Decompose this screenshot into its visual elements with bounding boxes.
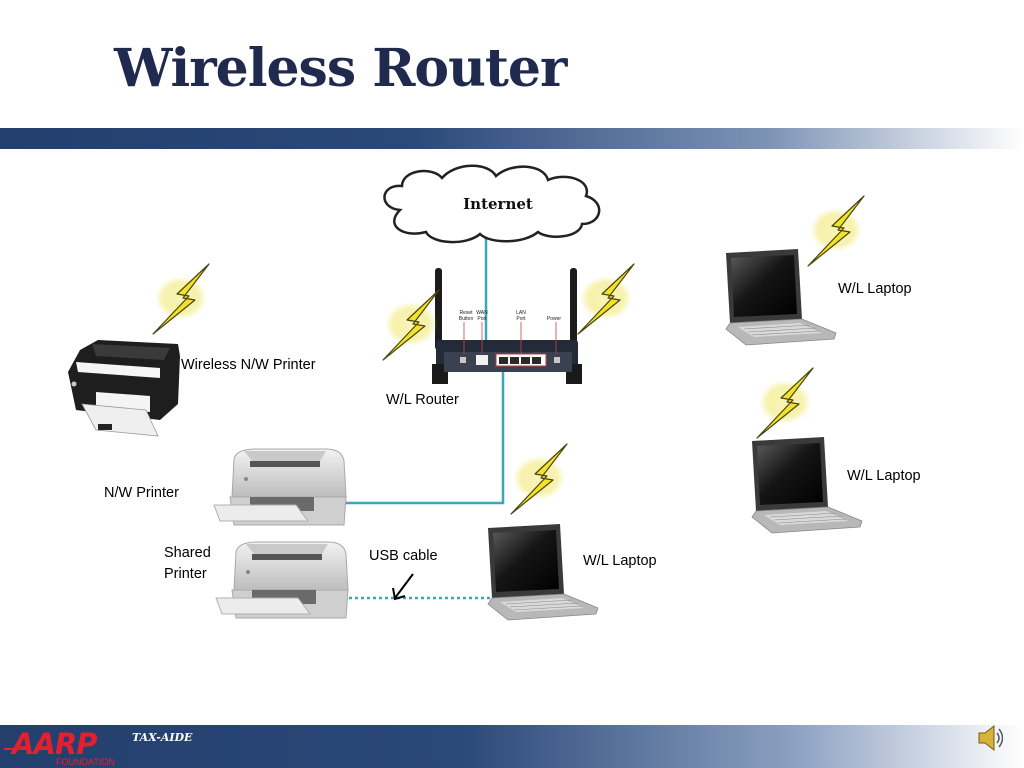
lan-port-label: LAN	[516, 310, 526, 316]
reset-button-label-line2: Button	[459, 316, 474, 322]
lightning-bolt-icon	[382, 289, 440, 361]
wan-port-label: WAN	[476, 310, 488, 316]
lan-port-label-line2: Port	[516, 316, 526, 322]
wireless-printer-label: Wireless N/W Printer	[181, 357, 316, 373]
aarp-logo: AARP FOUNDATION	[4, 727, 115, 767]
shared-printer-label-line1: Shared	[164, 545, 211, 561]
footer-bar	[0, 725, 1024, 768]
lightning-bolt-icon	[152, 263, 210, 335]
lightning-bolt-icon	[577, 263, 635, 335]
wan-port-label-line2: Port	[477, 316, 487, 322]
laptop-middle-label: W/L Laptop	[847, 468, 921, 484]
wireless-printer-icon	[68, 340, 180, 437]
router-label: W/L Router	[386, 392, 459, 408]
title-divider-bar	[0, 128, 1024, 149]
lightning-bolt-icon	[510, 443, 568, 515]
laptop-top-label: W/L Laptop	[838, 281, 912, 297]
shared-printer-icon	[215, 541, 349, 619]
ethernet-cable	[343, 238, 505, 505]
lightning-bolt-icon	[756, 367, 814, 439]
laptop-middle-right-icon	[751, 436, 863, 534]
aarp-foundation-text: FOUNDATION	[56, 757, 115, 767]
network-printer-icon	[213, 448, 347, 526]
laptop-bottom-icon	[487, 523, 599, 621]
usb-cable-label: USB cable	[369, 548, 438, 564]
slide-title: Wireless Router	[114, 38, 567, 99]
lightning-bolt-icon	[807, 195, 865, 267]
power-label: Power	[547, 316, 562, 322]
nw-printer-label: N/W Printer	[104, 485, 179, 501]
router-icon: Reset Button WAN Port LAN Port Power	[432, 268, 582, 384]
usb-arrow-icon	[392, 573, 414, 601]
cloud-icon: Internet	[383, 164, 601, 244]
laptop-bottom-label: W/L Laptop	[583, 553, 657, 569]
reset-button-label: Reset	[459, 310, 473, 316]
aarp-logo-text: AARP	[10, 727, 97, 761]
laptop-top-right-icon	[725, 248, 837, 346]
shared-printer-label-line2: Printer	[164, 566, 207, 582]
cloud-label: Internet	[463, 195, 533, 213]
footer-subtitle: TAX-AIDE	[132, 731, 193, 744]
speaker-icon[interactable]	[977, 722, 1003, 754]
